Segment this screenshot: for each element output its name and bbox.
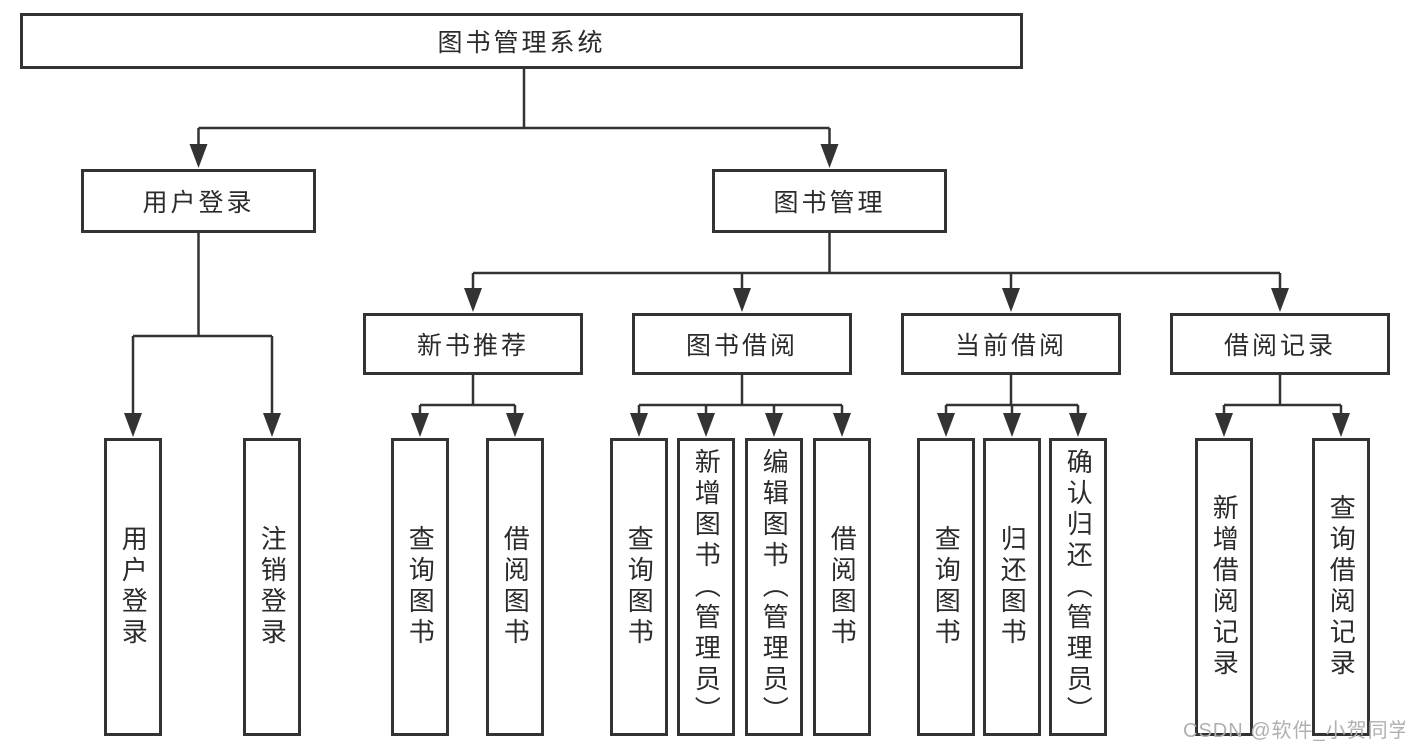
leaf-borrow-books: 借阅图书: [813, 438, 871, 736]
csdn-watermark: CSDN @软件_小贺同学: [1183, 720, 1405, 742]
node-book-borrow: 图书借阅: [632, 313, 852, 375]
node-book-management: 图书管理: [712, 169, 947, 233]
node-borrow-records: 借阅记录: [1170, 313, 1390, 375]
node-root-system: 图书管理系统: [20, 13, 1023, 69]
leaf-newbook-query-books: 查询图书: [391, 438, 449, 736]
leaf-user-login: 用户登录: [104, 438, 162, 736]
node-current-borrow: 当前借阅: [901, 313, 1121, 375]
leaf-newbook-borrow-books: 借阅图书: [486, 438, 544, 736]
leaf-add-books-admin: 新增图书（管理员）: [677, 438, 735, 736]
leaf-current-query-books: 查询图书: [917, 438, 975, 736]
leaf-borrow-query-books: 查询图书: [610, 438, 668, 736]
leaf-confirm-return-admin: 确认归还（管理员）: [1049, 438, 1107, 736]
leaf-edit-books-admin: 编辑图书（管理员）: [745, 438, 803, 736]
arrowheads: [124, 144, 1350, 437]
node-user-login: 用户登录: [81, 169, 316, 233]
leaf-query-borrow-record: 查询借阅记录: [1312, 438, 1370, 736]
leaf-return-books: 归还图书: [983, 438, 1041, 736]
leaf-logout: 注销登录: [243, 438, 301, 736]
leaf-add-borrow-record: 新增借阅记录: [1195, 438, 1253, 736]
node-new-book-recommend: 新书推荐: [363, 313, 583, 375]
